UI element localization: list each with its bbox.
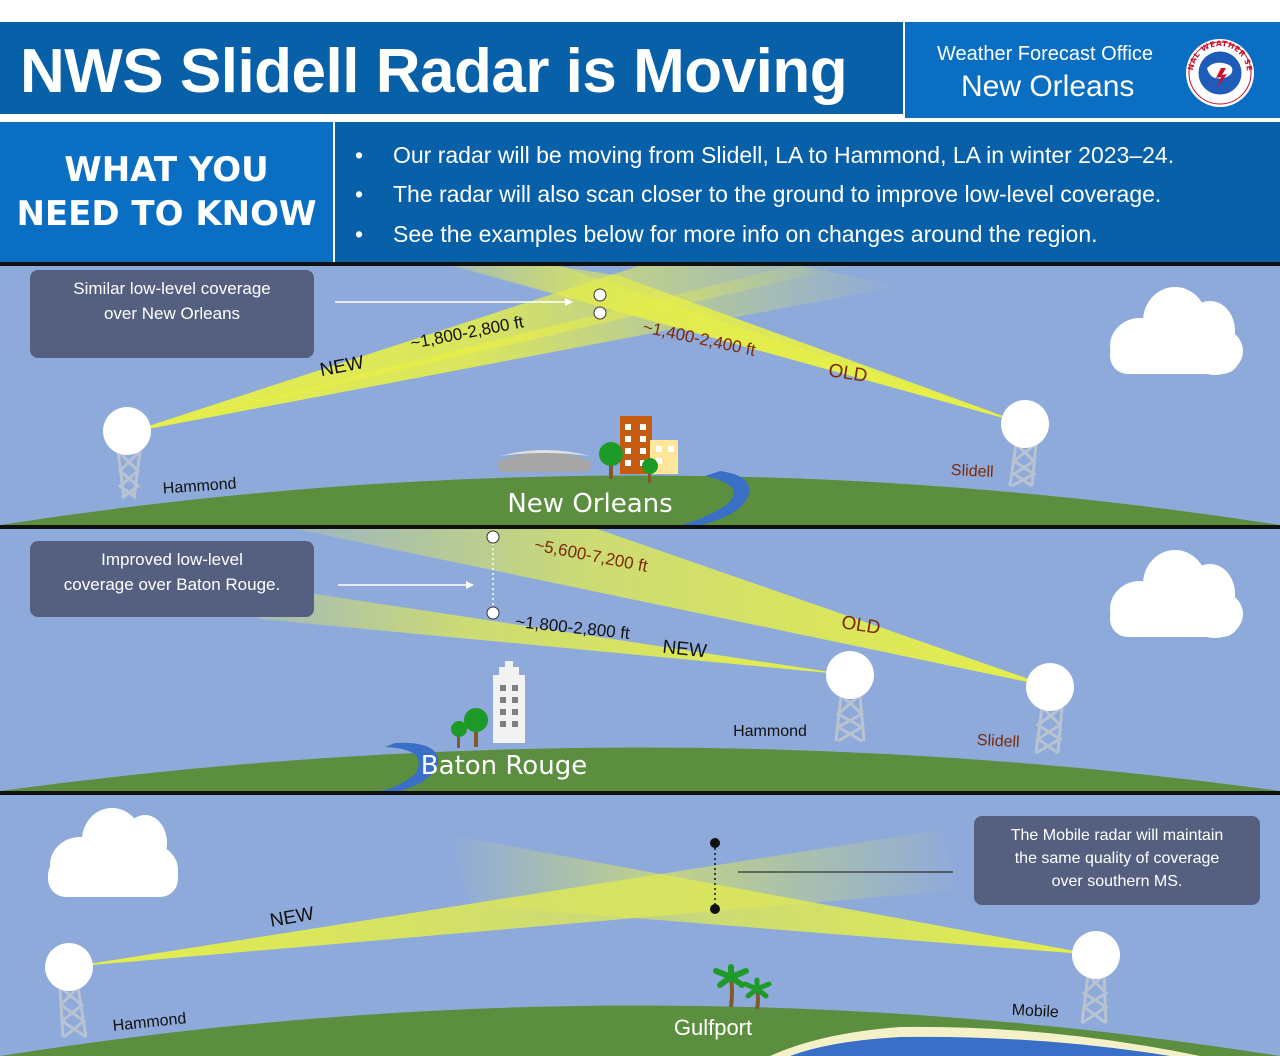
radar-hammond-icon bbox=[103, 407, 151, 500]
river bbox=[380, 742, 439, 791]
height-marker bbox=[710, 838, 720, 848]
radar-label-hammond: Hammond bbox=[162, 475, 237, 497]
callout-new-orleans: Similar low-level coverage over New Orle… bbox=[30, 270, 314, 358]
radar-mobile-icon bbox=[1072, 931, 1120, 1025]
river bbox=[680, 471, 750, 525]
bullet-2: •The radar will also scan closer to the … bbox=[355, 181, 1162, 207]
divider bbox=[0, 262, 1280, 266]
callout-arrow bbox=[565, 298, 573, 306]
divider bbox=[0, 525, 1280, 529]
radar-label-mobile: Mobile bbox=[1011, 1002, 1059, 1021]
old-beam bbox=[456, 266, 1025, 424]
new-beam-label: NEW bbox=[661, 637, 707, 663]
callout-line: the same quality of coverage bbox=[1014, 850, 1220, 867]
gulf-water bbox=[790, 1036, 1170, 1056]
callout-line: over New Orleans bbox=[103, 304, 241, 323]
know-box bbox=[0, 122, 333, 262]
radar-slidell-icon bbox=[1001, 400, 1049, 488]
city-label: New Orleans bbox=[507, 489, 672, 519]
callout-line: The Mobile radar will maintain bbox=[1010, 827, 1224, 844]
header-title-bar bbox=[0, 22, 903, 118]
radar-label-slidell: Slidell bbox=[950, 462, 994, 481]
tree-icon bbox=[451, 708, 488, 748]
old-beam bbox=[295, 529, 1052, 687]
office-name: New Orleans bbox=[961, 70, 1135, 103]
know-heading-line1: WHAT YOU bbox=[64, 150, 269, 190]
old-beam bbox=[452, 266, 1025, 424]
new-beam bbox=[150, 569, 850, 675]
bullet-text: Our radar will be moving from Slidell, L… bbox=[393, 142, 1175, 168]
stadium-icon bbox=[497, 450, 592, 472]
callout-baton-rouge: Improved low-level coverage over Baton R… bbox=[30, 541, 314, 617]
radar-hammond-icon bbox=[826, 651, 874, 743]
bullet-1: •Our radar will be moving from Slidell, … bbox=[355, 142, 1175, 168]
callout-line: coverage over Baton Rouge. bbox=[63, 575, 281, 594]
height-marker bbox=[593, 306, 607, 320]
city-label: Gulfport bbox=[674, 1015, 752, 1040]
bullets-box bbox=[335, 122, 1280, 262]
callout-line: Similar low-level coverage bbox=[73, 279, 271, 298]
mobile-beam bbox=[450, 835, 1096, 955]
callout-line: over southern MS. bbox=[1051, 873, 1183, 890]
cloud-icon bbox=[1110, 550, 1243, 638]
callout-line: Improved low-level bbox=[101, 550, 243, 569]
building-icon bbox=[493, 661, 525, 743]
bullet-text: See the examples below for more info on … bbox=[393, 221, 1098, 247]
nws-logo-icon: NATIONAL WEATHER SERVICE bbox=[1185, 38, 1254, 107]
height-marker bbox=[486, 530, 500, 544]
cloud-icon bbox=[1110, 287, 1243, 375]
radar-hammond-icon bbox=[45, 943, 93, 1039]
page-title: NWS Slidell Radar is Moving bbox=[20, 37, 848, 106]
callout-arrow bbox=[466, 581, 474, 589]
bullet-3: •See the examples below for more info on… bbox=[355, 221, 1098, 247]
tree-icon bbox=[599, 442, 658, 483]
title-underline bbox=[0, 114, 903, 118]
radar-label-hammond: Hammond bbox=[733, 723, 807, 740]
height-marker bbox=[710, 904, 720, 914]
know-heading-line2: NEED TO KNOW bbox=[16, 194, 317, 234]
divider bbox=[0, 791, 1280, 795]
ground bbox=[0, 747, 1280, 791]
know-heading: WHAT YOU NEED TO KNOW bbox=[0, 148, 333, 236]
cloud-icon bbox=[48, 808, 178, 897]
office-label: Weather Forecast Office bbox=[937, 43, 1154, 65]
radar-slidell-icon bbox=[1026, 663, 1074, 755]
height-marker bbox=[486, 606, 500, 620]
bullet-text: The radar will also scan closer to the g… bbox=[393, 181, 1162, 207]
radar-label-slidell: Slidell bbox=[976, 732, 1020, 751]
city-label: Baton Rouge bbox=[421, 751, 587, 781]
ground bbox=[0, 475, 1280, 525]
callout-mobile: The Mobile radar will maintain the same … bbox=[974, 816, 1260, 905]
palm-tree-icon bbox=[713, 964, 772, 1010]
height-marker bbox=[593, 288, 607, 302]
